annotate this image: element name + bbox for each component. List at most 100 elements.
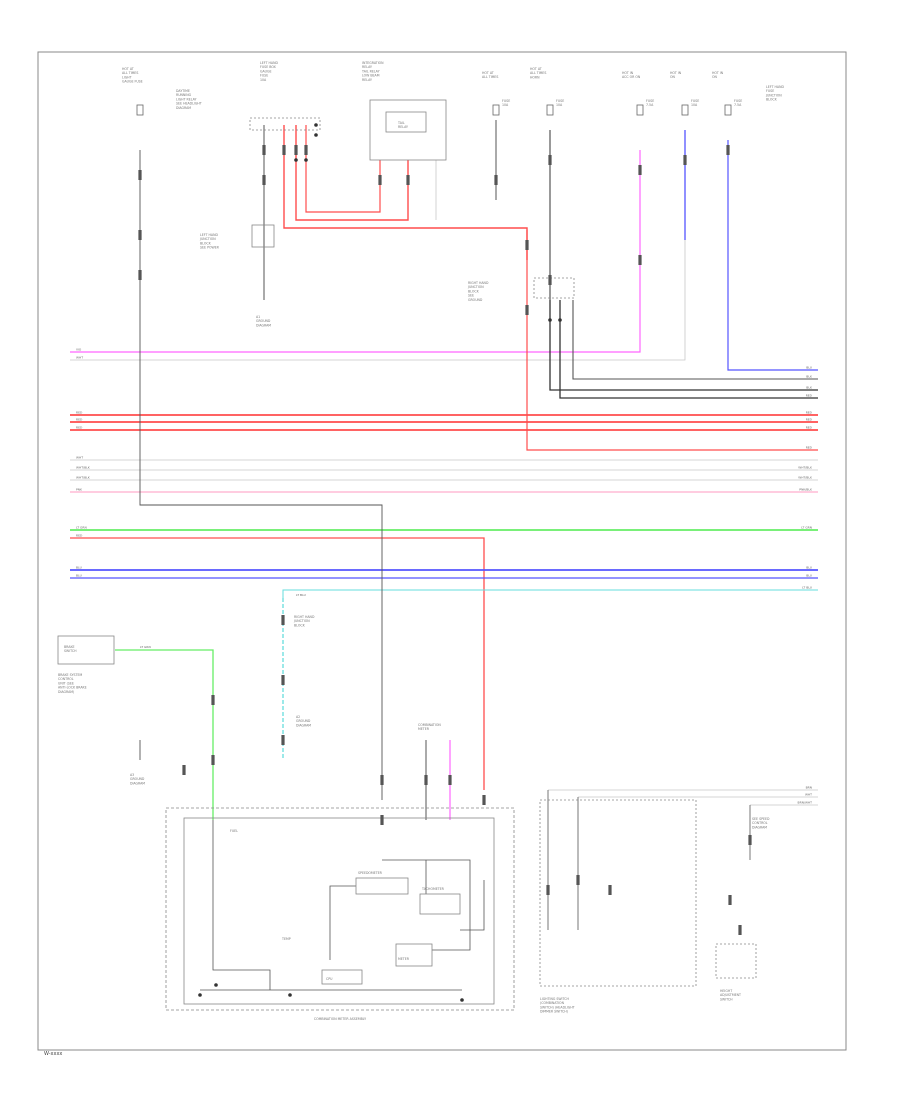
label-fuse-box: 10A [260,78,267,82]
splice-1 [314,123,318,127]
connector-34 [728,895,732,905]
wire-label-right: BLU [806,574,812,578]
fuse-box-top [249,117,321,131]
wire-label-lt-blue: LT BLU [296,593,306,597]
wire-red-5 [70,537,485,790]
meter-trace-1 [212,820,271,990]
label-fuse: FUSE [556,99,564,103]
label-cpu: CPU [326,977,333,981]
label-speed-control: SEE SPEED [752,817,770,821]
label-speedometer: SPEEDOMETER [358,871,383,875]
label-fuse-box: GAUGE [260,69,271,73]
label-ground-a1: DIAGRAM [256,323,271,327]
label-lighting-switch: SWITCH) (HEADLIGHT [540,1005,575,1009]
label-height-adjust: HEIGHT [720,989,732,993]
wire-label-left: RED [76,426,83,430]
label-hot-at-all-times: GAUGE FUSE [122,80,143,84]
wire-red-fuse-b [295,125,409,221]
connector-1 [138,170,142,180]
label-drl-relay: RUNNING [176,93,192,97]
wire-black-3 [559,300,818,399]
label-fuse: 10A [556,103,563,107]
label-hot-in-acc: ACC OR ON [622,75,641,79]
label-temp: TEMP [281,937,291,941]
wire-red-fuse-c [305,125,381,213]
label-meter-title: COMBINATION METER ASSEMBLY [314,1017,366,1021]
wire-label-left: VIO [76,348,82,352]
wire-green-brake [115,649,214,820]
splice-10 [288,993,292,997]
wire-label-right: RED [806,446,813,450]
lighting-switch-box [539,799,697,987]
meter-outer [165,807,515,1011]
label-fuel: FUEL [230,829,238,833]
splice-5 [548,318,552,322]
splice-2 [314,133,318,137]
connector-23 [281,675,285,685]
label-junction-mid: SEE [468,294,474,298]
wire-label-right: LT BLU [802,586,812,590]
label-junction-left: LEFT HAND [200,233,218,237]
wire-label-right: LT GRN [801,526,812,530]
label-hot-at-all-times-3: ALL TIMES [530,71,546,75]
label-tail-relay: TAIL [397,121,405,125]
wire-label-left: BLU [76,574,82,578]
label-hot-at-all-times: LIGHT [122,75,132,79]
connector-8 [304,145,308,155]
label-integration-relay: TAIL RELAY [361,69,380,73]
splice-3 [304,158,308,162]
splice-9 [460,998,464,1002]
label-junction-mid: GROUND [468,298,483,302]
label-brake-control: DIAGRAM) [58,690,74,694]
label-lighting-switch: (COMBINATION [540,1001,565,1005]
label-lighting-switch: DIMMER SWITCH) [540,1010,568,1014]
connector-2 [138,230,142,240]
connector-36 [748,835,752,845]
label-drl-relay: DIAGRAM [176,106,191,110]
label-hot-in-on-1: HOT IN [670,71,682,75]
connector-7 [294,145,298,155]
wire-black-2 [549,300,818,391]
wire-violet [70,150,641,353]
integration-relay-box [369,99,447,161]
fuse-2 [492,104,500,116]
connector-18 [548,275,552,285]
wire-blue-1 [727,140,818,371]
splice-6 [558,318,562,322]
splice-8 [198,993,202,997]
label-hot-in-on-2: ON [712,75,718,79]
connector-22 [281,615,285,625]
wire-label-right: WHT/BLK [798,476,813,480]
label-combo-top: METER [418,727,430,731]
label-ground-a3: GROUND [130,777,145,781]
connector-25 [182,765,186,775]
connector-3 [138,270,142,280]
label-junction-mid: BLOCK [468,289,480,293]
label-junction-mid: JUNCTION [467,285,484,289]
label-brake-control: BRAKE SYSTEM [58,673,83,677]
connector-24 [281,735,285,745]
fuse-1 [136,104,144,116]
label-lighting-switch: LIGHTING SWITCH [540,997,569,1001]
label-combo-top: COMBINATION [418,723,441,727]
wire-label-right: RED [806,394,813,398]
wire-label-right: BLU [806,366,812,370]
label-junction-left: JUNCTION [199,237,216,241]
fuse-5 [681,104,689,116]
label-ground-a2: DIAGRAM [296,723,311,727]
labels-layer: BLUBLKBLKREDREDREDREDREDWHT/BLKWHT/BLKPN… [58,61,813,1021]
label-brake-switch: BRAKE [64,645,75,649]
connector-29 [448,775,452,785]
connector-31 [546,885,550,895]
label-brake-switch: SWITCH [64,649,77,653]
label-hot-in-on-1: ON [670,75,676,79]
wire-label-right: BLK [806,386,813,390]
connector-13 [638,165,642,175]
label-tail-relay: RELAY [398,125,408,129]
wire-label-right: BLK [806,375,813,379]
connector-35 [738,925,742,935]
label-tachometer: TACHOMETER [421,887,445,891]
fuse-4 [636,104,644,116]
label-hot-at-all-times-3: HOT AT [530,67,542,71]
